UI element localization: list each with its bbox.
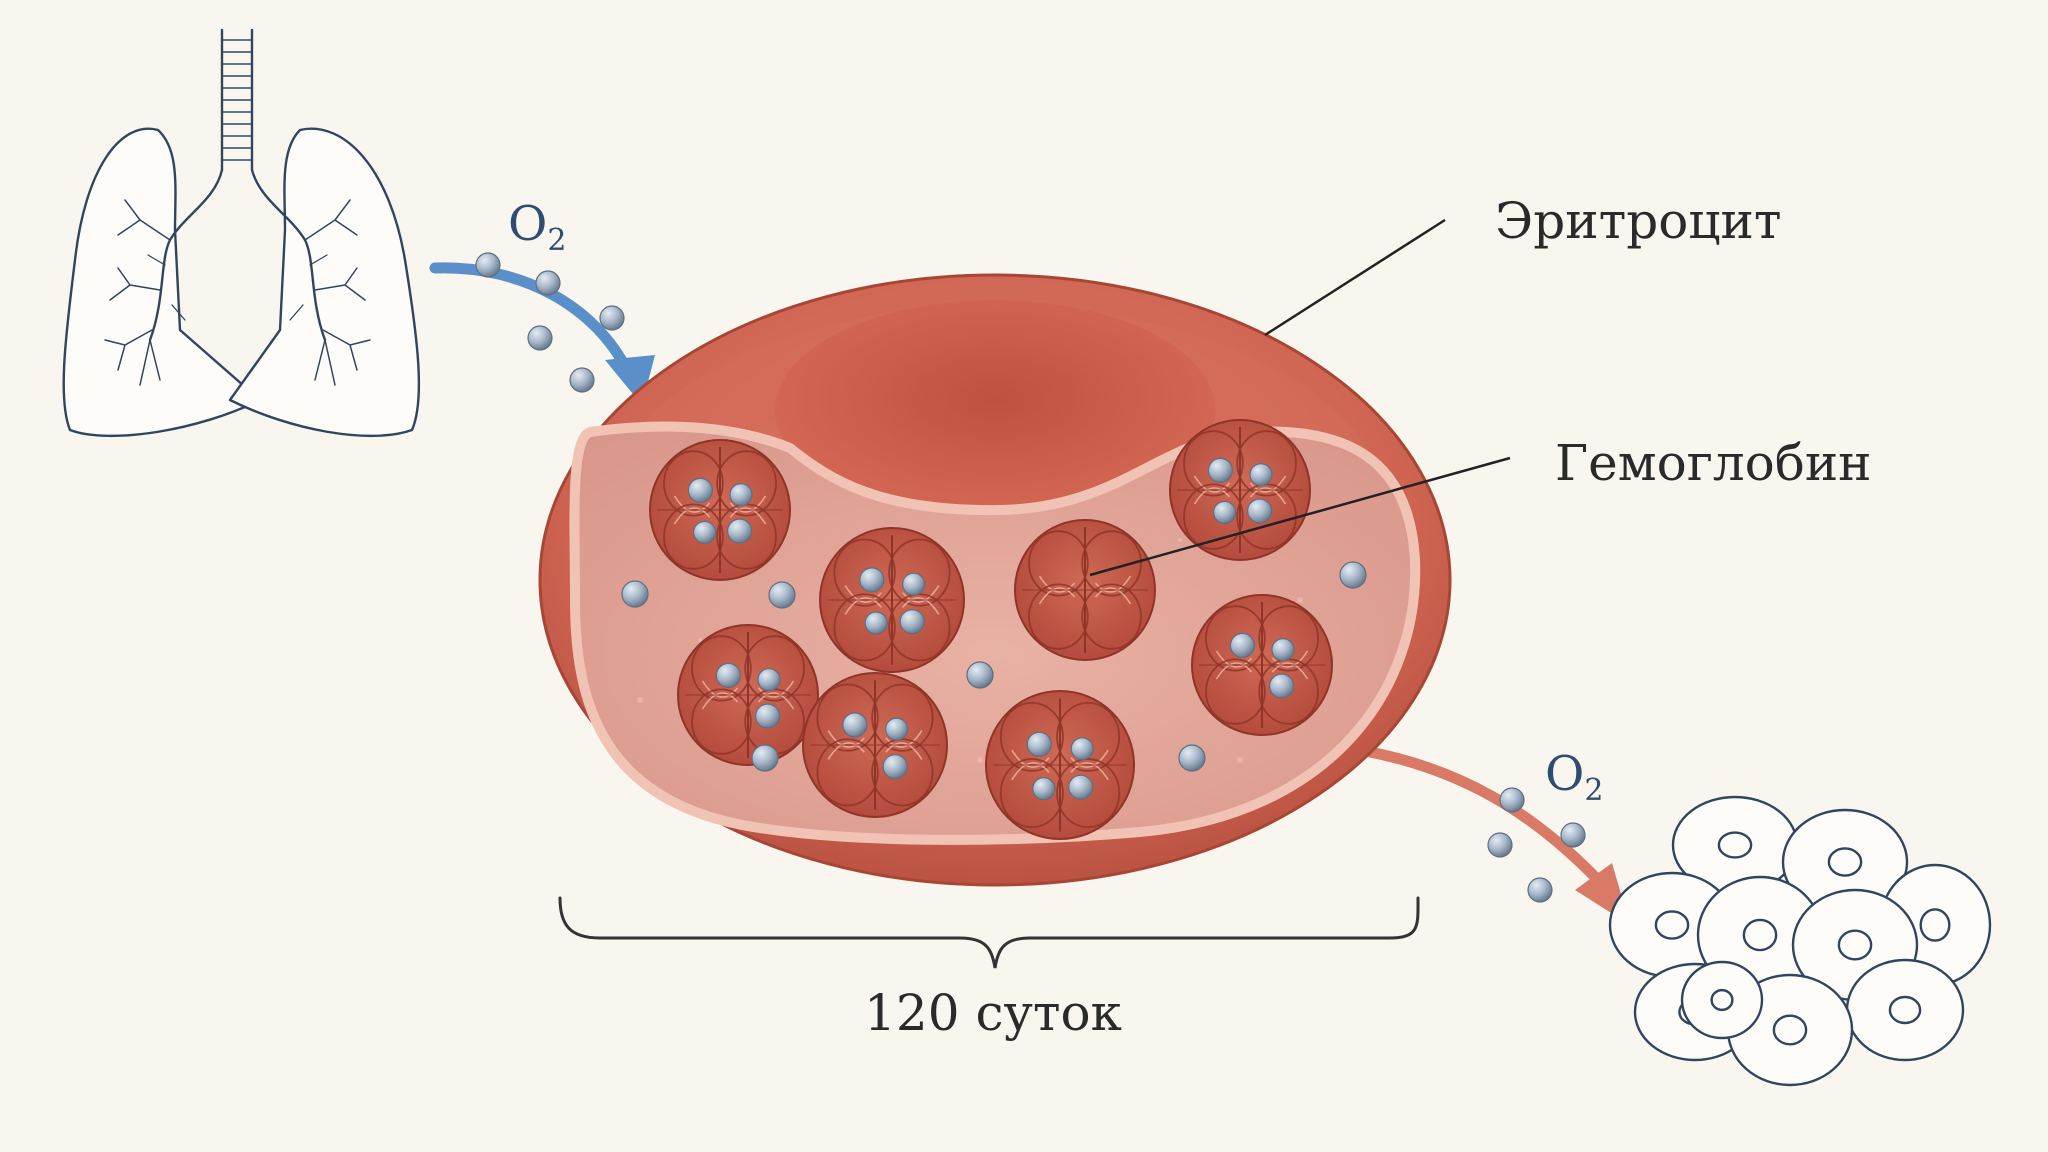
bound-oxygen-molecule — [1212, 500, 1237, 525]
oxygen-molecule — [621, 580, 649, 608]
bound-oxygen-molecule — [899, 608, 925, 635]
erythrocyte-dimple — [775, 300, 1215, 520]
oxygen-molecule — [966, 661, 994, 689]
bound-oxygen-molecule — [882, 753, 908, 780]
bound-oxygen-molecule — [901, 572, 926, 596]
bound-oxygen-molecule — [1246, 498, 1273, 524]
bound-oxygen-molecule — [726, 518, 753, 544]
oxygen-molecule — [1487, 832, 1513, 858]
bound-oxygen-molecule — [884, 717, 909, 741]
erythrocyte-leader-line — [1264, 218, 1446, 337]
oxygen-out-label: O2 — [1545, 746, 1603, 808]
oxygen-molecule — [475, 252, 501, 278]
bound-oxygen-molecule — [715, 662, 742, 689]
hemoglobin-molecule — [802, 672, 948, 818]
hemoglobin-label: Гемоглобин — [1555, 434, 1872, 492]
bound-oxygen-molecule — [842, 712, 868, 738]
oxygen-molecule — [768, 581, 796, 609]
lifespan-label: 120 суток — [864, 984, 1122, 1042]
bound-oxygen-molecule — [1249, 463, 1273, 487]
hemoglobin-molecule — [677, 624, 819, 766]
oxygen-molecule — [599, 305, 625, 331]
oxygen-in-label: O2 — [508, 196, 566, 258]
bound-oxygen-molecule — [864, 611, 888, 635]
oxygen-molecule — [1527, 877, 1553, 903]
bound-oxygen-molecule — [1070, 737, 1094, 761]
oxygen-molecule — [527, 325, 553, 351]
bound-oxygen-molecule — [859, 567, 885, 593]
bound-oxygen-molecule — [1271, 637, 1295, 662]
tissue-cell — [1845, 958, 1965, 1062]
bound-oxygen-molecule — [1229, 632, 1256, 659]
bound-oxygen-molecule — [1026, 731, 1052, 757]
hemoglobin-molecules — [649, 419, 1333, 840]
oxygen-molecule — [1178, 744, 1206, 772]
lifespan-brace — [558, 896, 1420, 969]
bound-oxygen-molecule — [757, 667, 781, 692]
hemoglobin-molecule — [819, 527, 965, 673]
bound-oxygen-molecule — [1032, 777, 1056, 801]
oxygen-molecule — [1499, 787, 1525, 813]
bound-oxygen-molecule — [1068, 774, 1094, 800]
hemoglobin-molecule — [649, 439, 791, 581]
oxygen-molecule — [1339, 561, 1367, 589]
erythrocyte-label: Эритроцит — [1495, 192, 1782, 250]
oxygen-molecule — [535, 270, 561, 296]
lungs-icon — [62, 28, 421, 438]
bound-oxygen-molecule — [692, 520, 717, 545]
hemoglobin-leader-line — [1089, 456, 1511, 577]
tissue-cell — [1680, 960, 1764, 1040]
bound-oxygen-molecule — [1207, 457, 1234, 483]
free-oxygen-molecules — [475, 252, 1586, 903]
tissue-cells-icon — [1608, 795, 1992, 1087]
hemoglobin-molecule — [1191, 594, 1333, 736]
oxygen-molecule — [751, 744, 779, 772]
hemoglobin-molecule — [1014, 519, 1156, 661]
hemoglobin-molecule — [1169, 419, 1311, 561]
bound-oxygen-molecule — [687, 477, 714, 503]
bound-oxygen-molecule — [1268, 673, 1295, 699]
oxygen-molecule — [569, 367, 595, 393]
oxygen-molecule — [1560, 822, 1586, 848]
bound-oxygen-molecule — [729, 483, 753, 507]
bound-oxygen-molecule — [754, 703, 781, 729]
hemoglobin-molecule — [985, 690, 1135, 840]
